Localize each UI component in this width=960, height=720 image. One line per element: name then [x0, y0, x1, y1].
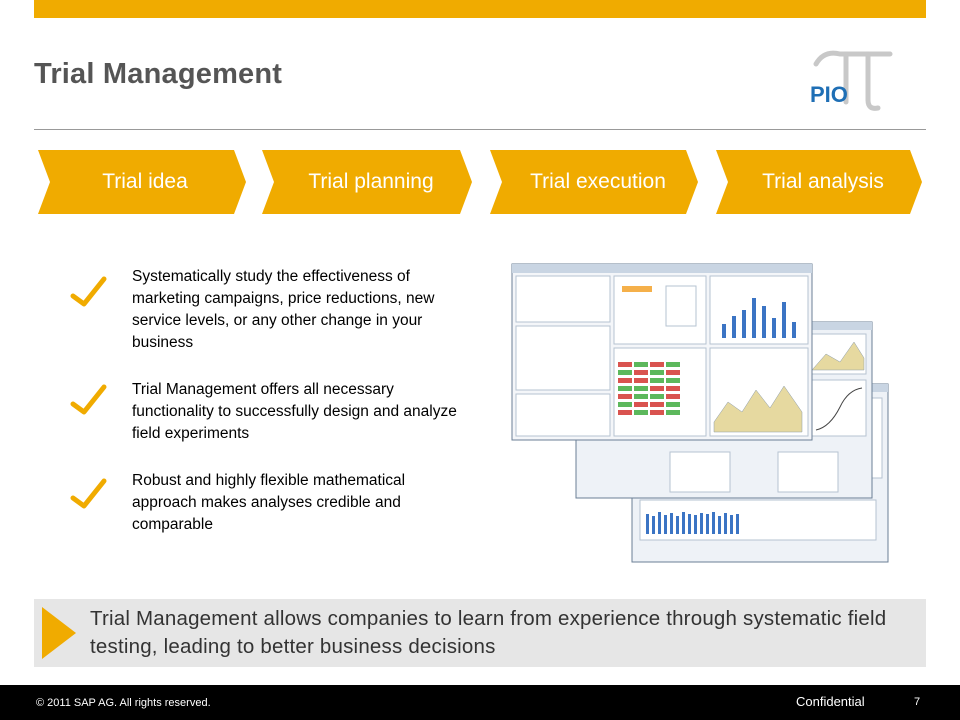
footer-bar: © 2011 SAP AG. All rights reserved. Conf… — [0, 685, 960, 720]
pio-logo: PIO — [810, 50, 893, 111]
copyright-text: © 2011 SAP AG. All rights reserved. — [36, 697, 211, 709]
chevron-trial-idea — [38, 150, 246, 214]
process-chevrons — [38, 150, 922, 214]
step-trial-planning: Trial planning — [308, 170, 434, 193]
play-arrow-icon — [42, 607, 76, 659]
application-screenshots — [511, 263, 889, 563]
checkmark-icon — [70, 478, 107, 509]
checkmark-icon — [70, 384, 107, 415]
confidential-label: Confidential — [796, 694, 865, 709]
bullet-text: Systematically study the effectiveness o… — [132, 268, 435, 351]
step-trial-execution: Trial execution — [530, 170, 666, 193]
screenshot-window-front — [511, 263, 813, 441]
summary-text: Trial Management allows companies to lea… — [90, 607, 887, 658]
checkmark-icon — [70, 276, 107, 307]
page-title: Trial Management — [34, 58, 283, 90]
step-trial-analysis: Trial analysis — [762, 170, 884, 193]
top-accent-bar — [34, 0, 926, 18]
pio-logo-text: PIO — [810, 82, 848, 107]
step-trial-idea: Trial idea — [102, 170, 188, 193]
bullet-text: Robust and highly flexible mathematical … — [132, 472, 406, 533]
bullet-text: Trial Management offers all necessary fu… — [132, 381, 457, 442]
heatmap-grid — [618, 362, 680, 415]
chevron-trial-analysis — [716, 150, 922, 214]
chevron-trial-planning — [262, 150, 472, 214]
chevron-trial-execution — [490, 150, 698, 214]
summary-banner: Trial Management allows companies to lea… — [34, 599, 926, 667]
title-divider — [34, 129, 926, 130]
page-number: 7 — [914, 696, 921, 708]
